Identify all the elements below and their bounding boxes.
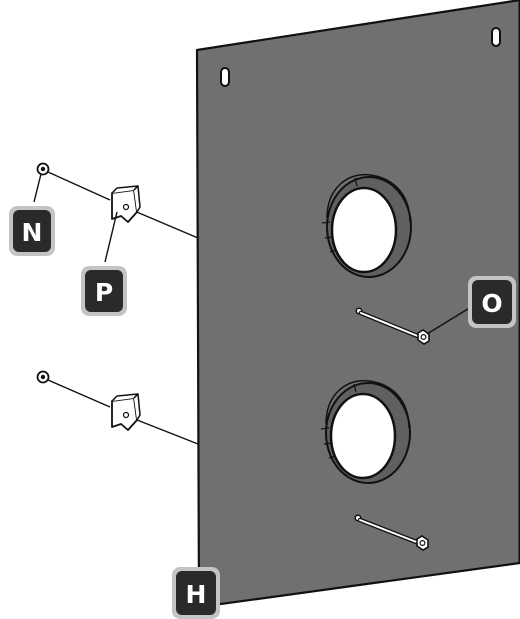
- upper-flue-collar: [321, 173, 412, 278]
- back-panel: [195, 0, 520, 609]
- callout-h-label: H: [186, 580, 207, 609]
- callout-leaders: [33, 173, 477, 335]
- mounting-slot: [220, 67, 230, 87]
- callout-p-label: P: [95, 278, 113, 307]
- lower-screw-and-clip: [36, 370, 199, 445]
- callout-n: N: [9, 206, 55, 256]
- mounting-slot: [491, 27, 501, 47]
- upper-screw-and-clip: [36, 162, 199, 239]
- lower-bolt-with-nut: [354, 514, 429, 551]
- callout-n-label: N: [22, 218, 43, 247]
- callout-p: P: [81, 266, 127, 316]
- callout-h: H: [172, 567, 220, 619]
- lower-flue-collar: [320, 379, 411, 484]
- callout-o: O: [468, 276, 516, 328]
- upper-bolt-with-nut: [355, 307, 430, 345]
- callout-o-label: O: [481, 289, 502, 318]
